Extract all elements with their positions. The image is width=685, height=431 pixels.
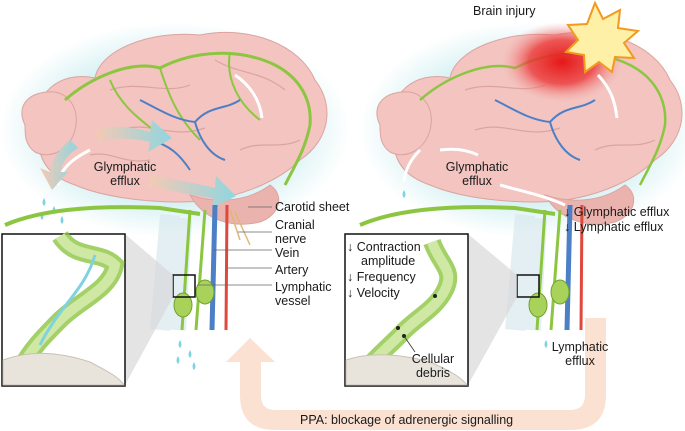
left-flow-arrow-2: [234, 73, 264, 119]
right-cerebellum: [543, 184, 635, 225]
left-inset-magnifier: [1, 230, 196, 387]
debris-leader-line: [403, 335, 416, 353]
left-efflux-line2: efflux: [110, 174, 140, 188]
effect-glymphatic-efflux: ↓ Glymphatic efflux: [564, 205, 670, 219]
lymph-out-line1: Lymphatic: [551, 340, 609, 354]
right-olfactory-bulb: [376, 91, 432, 156]
right-inset-cone: [468, 234, 517, 385]
legend-cranial-line2: nerve: [275, 232, 307, 246]
left-inset-vessel-lumen: [15, 232, 121, 373]
legend-cranial-line1: Cranial: [275, 218, 315, 232]
left-lymph-branch-horizontal: [4, 205, 201, 227]
inset-effect-velocity: ↓ Velocity: [347, 286, 400, 300]
debris-line1: Cellular: [411, 352, 455, 366]
right-artery: [579, 204, 584, 331]
legend-vein: Vein: [275, 246, 300, 260]
left-meningeal-lymphatics: [64, 51, 312, 186]
right-lymph-drops: [544, 340, 548, 348]
right-vein: [564, 204, 573, 331]
left-artery: [224, 204, 229, 331]
legend-artery: Artery: [275, 263, 309, 277]
left-olfactory-bulb: [21, 91, 77, 156]
contraction-line2: amplitude: [361, 254, 416, 268]
cellular-debris-label: Cellular debris: [398, 352, 468, 380]
right-lymph-branch-horizontal: [359, 205, 556, 227]
legend-carotid-sheet: Carotid sheet: [275, 200, 350, 214]
lymphatic-efflux-output-label: Lymphatic efflux: [540, 340, 620, 368]
glymphatic-arrow-2: [148, 175, 236, 208]
right-flow-arrow-2: [402, 148, 422, 183]
glymphatic-arrow-3: [40, 140, 78, 190]
left-lymph-node-1: [173, 292, 193, 318]
left-inset-node-tissue: [2, 353, 125, 386]
left-vein: [209, 204, 218, 331]
inset-effect-contraction: ↓ Contraction amplitude: [347, 240, 421, 268]
right-inset-node-tissue: [345, 354, 469, 386]
right-flow-arrow-1: [596, 73, 619, 119]
lymph-out-line2: efflux: [565, 354, 595, 368]
debris-line2: debris: [415, 366, 451, 380]
left-lymph-node-2: [195, 279, 215, 305]
right-lymph-node-1: [528, 292, 548, 318]
legend-lymphatic-line2: vessel: [275, 294, 311, 308]
right-efflux-line1: Glymphatic: [445, 160, 509, 174]
left-cerebellum: [188, 184, 280, 225]
left-efflux-line1: Glymphatic: [93, 160, 157, 174]
left-inset-flow: [38, 254, 97, 346]
right-lymph-node-2: [550, 279, 570, 305]
legend-lymphatic-line1: Lymphatic: [275, 280, 332, 294]
left-veins: [139, 99, 241, 171]
right-glymphatic-efflux-label: Glymphatic efflux: [432, 160, 522, 188]
ppa-arrow-label: PPA: blockage of adrenergic signalling: [300, 413, 514, 427]
inset-effect-frequency: ↓ Frequency: [347, 270, 416, 284]
glymphatic-arrow-1: [95, 120, 172, 152]
right-efflux-line2: efflux: [462, 174, 492, 188]
legend-cranial-nerve: Cranial nerve: [275, 218, 315, 246]
right-veins: [494, 99, 596, 161]
legend-leader-lines: [198, 206, 272, 286]
right-flow-arrow-4: [499, 183, 566, 207]
contraction-line1: ↓ Contraction: [347, 240, 421, 254]
right-csf-drops: [402, 190, 406, 198]
right-brain-illustration: [359, 0, 685, 348]
effect-lymphatic-efflux: ↓ Lymphatic efflux: [564, 220, 664, 234]
cellular-debris-dots: [396, 294, 437, 338]
right-flow-arrow-3: [439, 147, 479, 157]
left-glymphatic-efflux-label: Glymphatic efflux: [80, 160, 170, 188]
left-brain-illustration: [0, 22, 350, 370]
ppa-feedback-arrow: [226, 318, 606, 430]
legend-lymphatic-vessel: Lymphatic vessel: [275, 280, 332, 308]
right-inset-magnifier: [344, 233, 540, 387]
brain-injury-label: Brain injury: [473, 4, 536, 18]
left-cranial-nerve: [229, 209, 251, 246]
left-lymph-drops: [176, 340, 196, 370]
brain-injury-star-icon: [563, 0, 641, 74]
left-inset-cone: [125, 234, 173, 385]
